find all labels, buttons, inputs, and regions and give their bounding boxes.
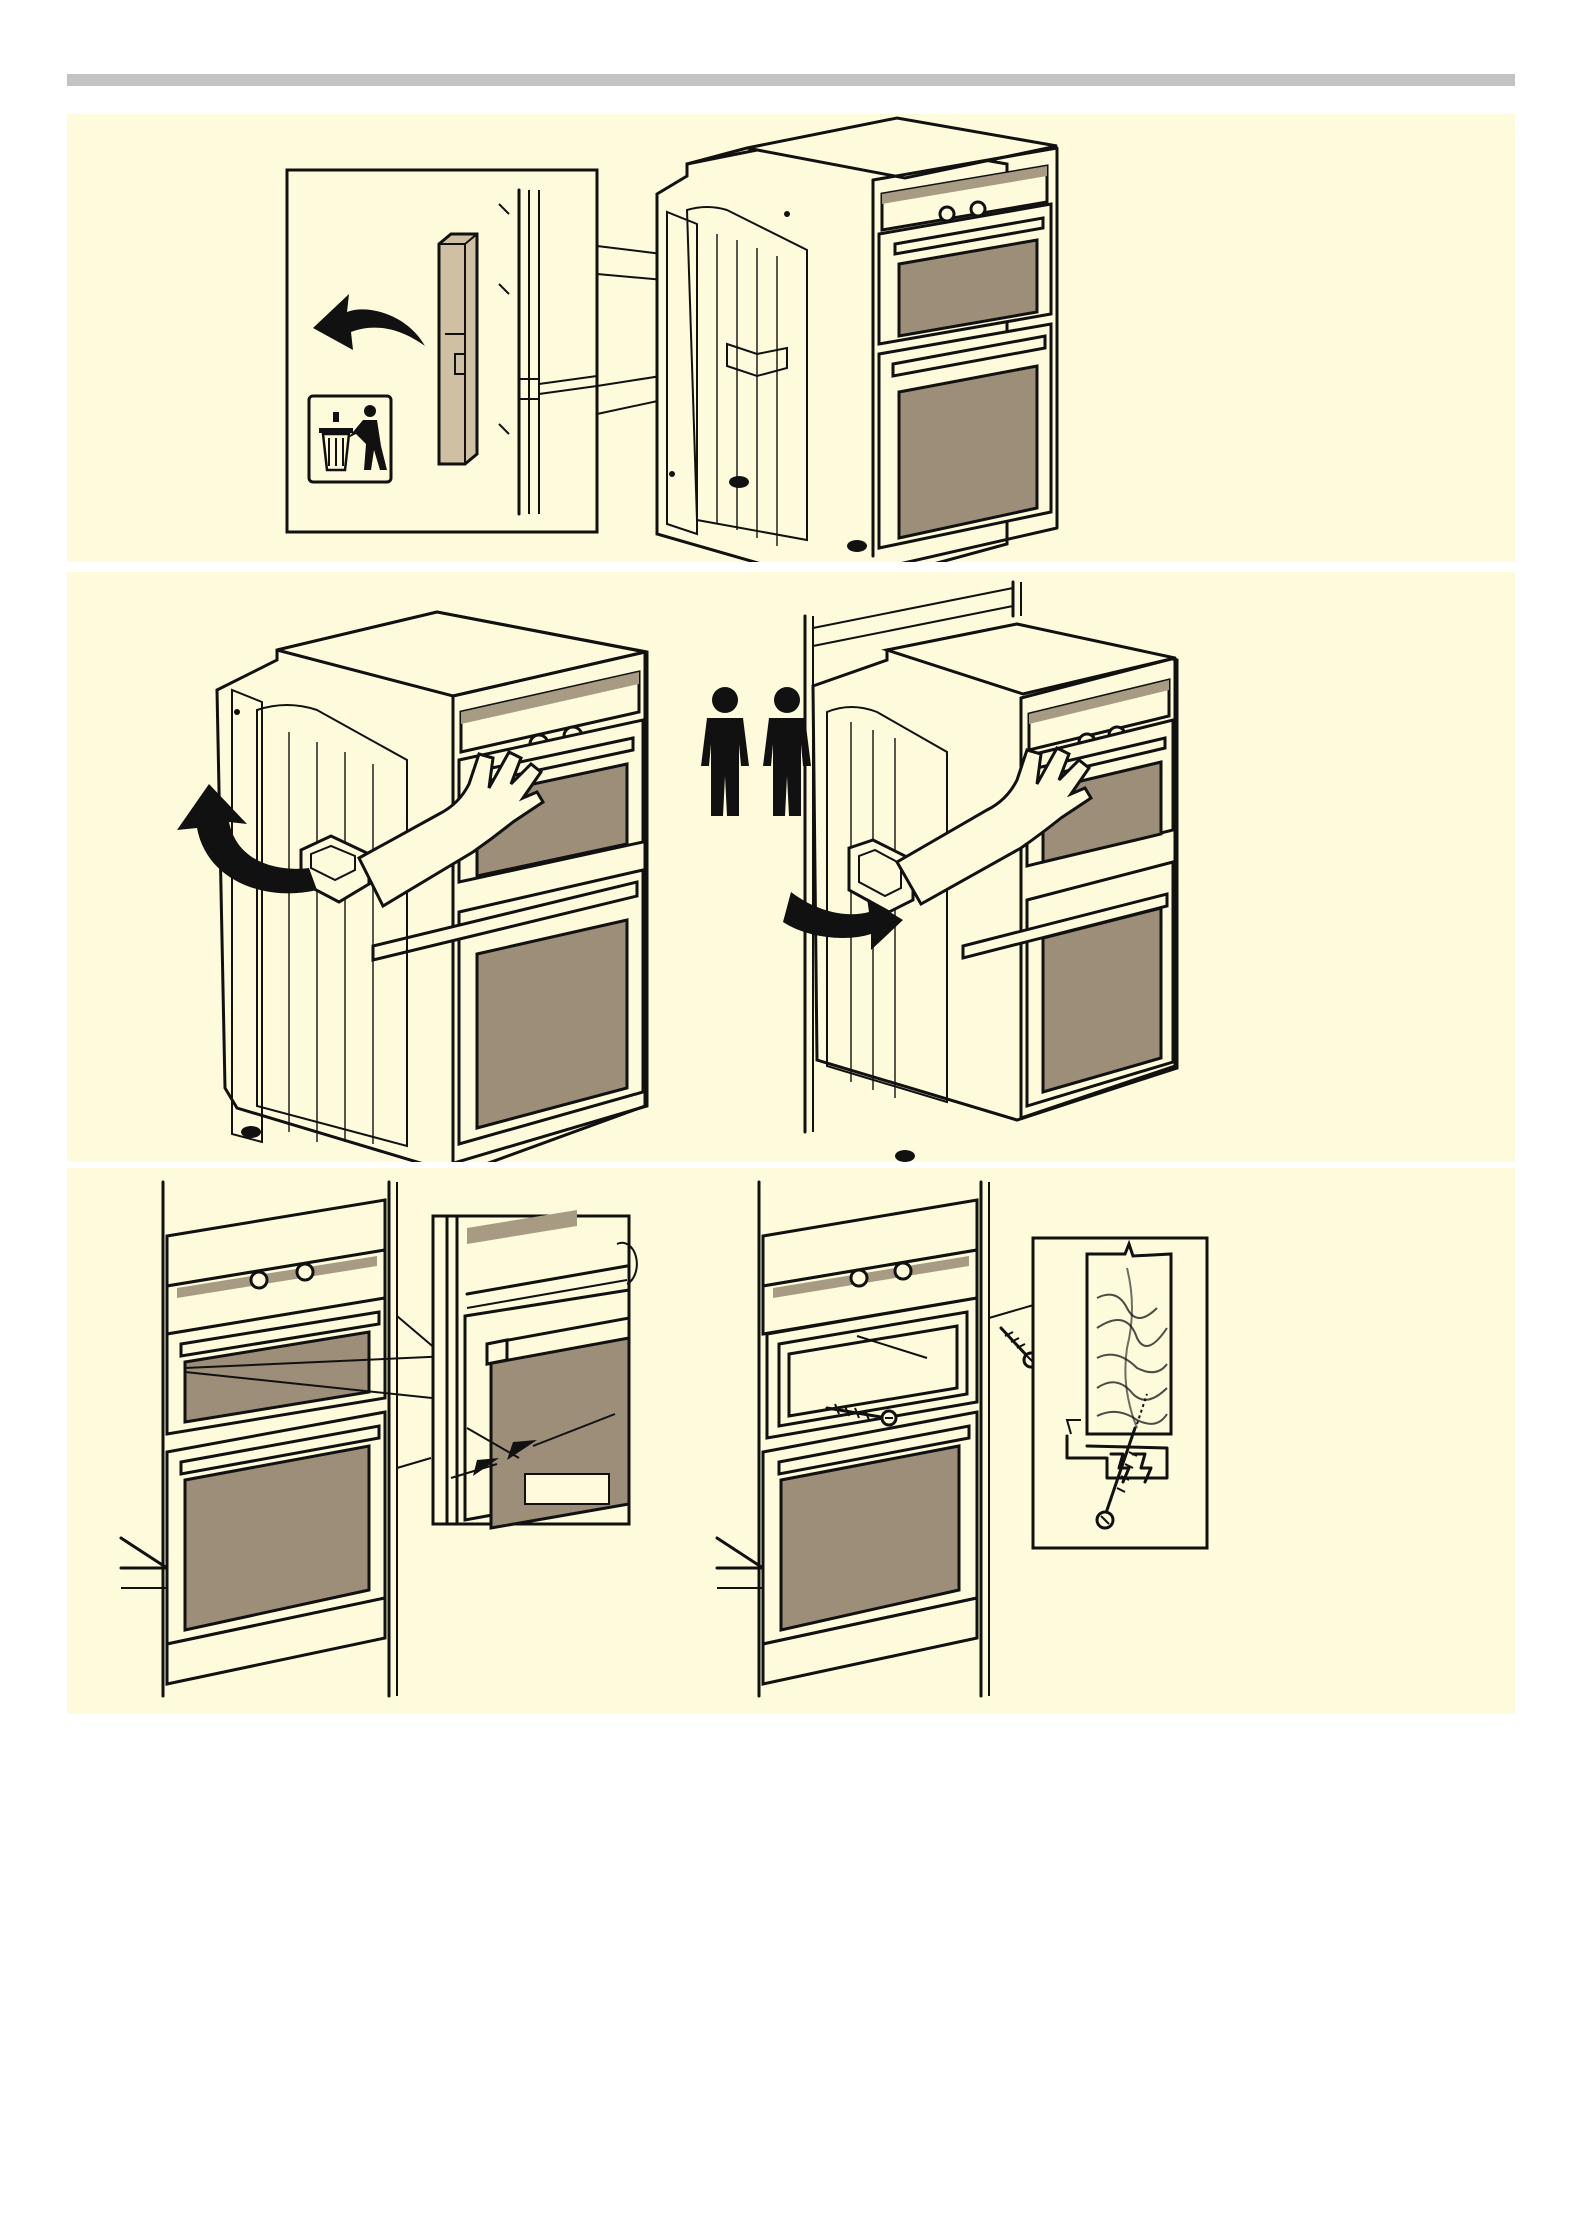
oven-installed-left — [121, 1182, 431, 1696]
built-in-double-oven — [657, 118, 1057, 562]
step-remove-spacer-illustration — [67, 114, 1515, 562]
step-two-person-lift-illustration — [67, 572, 1515, 1162]
oven-installed-right — [717, 1182, 1038, 1696]
detail-zoom-box-fixing — [1033, 1238, 1207, 1548]
spacer-block — [439, 234, 477, 464]
detail-zoom-box-alignment — [433, 1210, 637, 1528]
step-align-and-fix-illustration — [67, 1168, 1515, 1714]
step-align-and-fix-panel — [67, 1168, 1515, 1714]
step-remove-spacer-panel — [67, 114, 1515, 562]
header-rule — [67, 74, 1515, 86]
two-persons-icon — [701, 687, 811, 816]
waste-bin-icon — [309, 396, 391, 482]
oven-lift-left — [177, 612, 647, 1162]
step-two-person-lift-panel — [67, 572, 1515, 1162]
oven-insert-right — [783, 582, 1177, 1162]
